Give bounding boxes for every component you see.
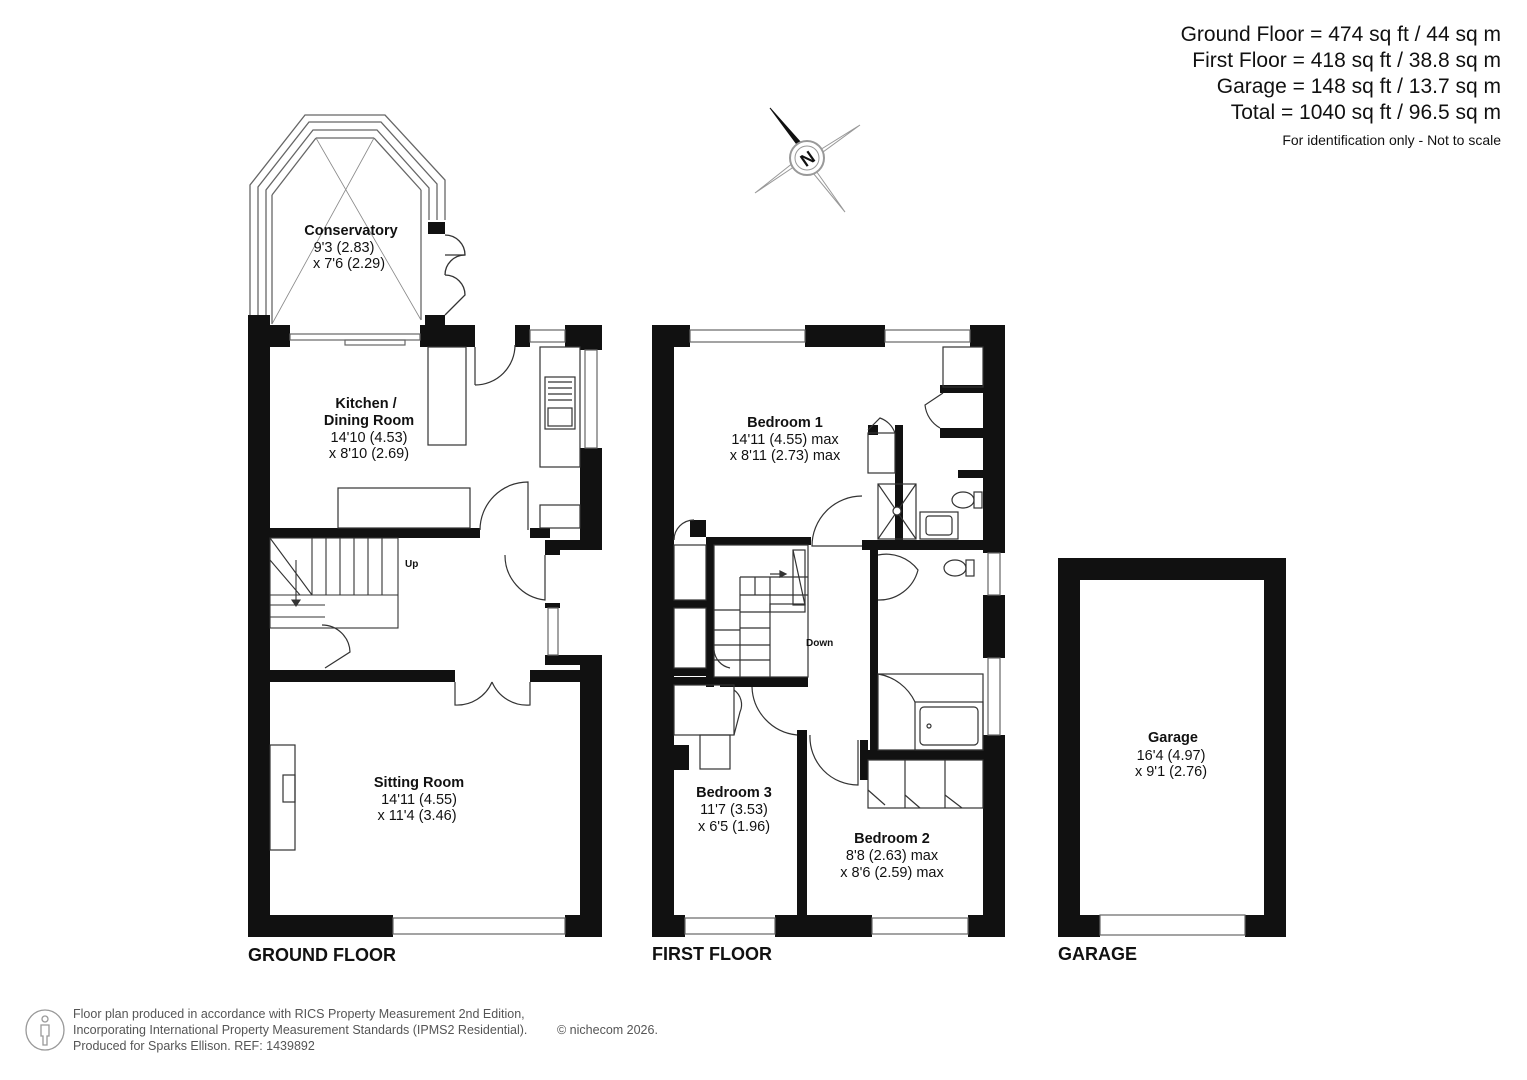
kitchen-name-line1: Kitchen / (335, 396, 396, 412)
kitchen-dim2: x 8'10 (2.69) (329, 446, 409, 462)
garage-label: Garage 16'4 (4.97) x 9'1 (2.76) (1135, 730, 1207, 780)
first-floor-area: First Floor = 418 sq ft / 38.8 sq m (1192, 49, 1501, 72)
bedroom2-dim1: 8'8 (2.63) max (846, 848, 939, 864)
conservatory-label: Conservatory 9'3 (2.83) x 7'6 (2.29) (304, 223, 397, 272)
bedroom3-dim1: 11'7 (3.53) (700, 802, 768, 818)
ground-floor-area: Ground Floor = 474 sq ft / 44 sq m (1180, 23, 1501, 46)
bedroom1-label: Bedroom 1 14'11 (4.55) max x 8'11 (2.73)… (730, 415, 841, 464)
bedroom3-dim2: x 6'5 (1.96) (698, 819, 770, 835)
sitting-room-name: Sitting Room (374, 775, 464, 791)
stairs-up-label: Up (405, 559, 418, 570)
garage-name: Garage (1148, 730, 1198, 746)
sitting-room-dim2: x 11'4 (3.46) (377, 808, 456, 824)
first-floor-title: FIRST FLOOR (652, 944, 772, 964)
person-icon (25, 1009, 65, 1051)
bedroom1-dim1: 14'11 (4.55) max (731, 432, 839, 448)
bedroom2-name: Bedroom 2 (854, 831, 930, 847)
footer-line2: Incorporating International Property Mea… (73, 1023, 528, 1037)
footer-copyright: © nichecom 2026. (557, 1023, 658, 1037)
area-summary: Ground Floor = 474 sq ft / 44 sq m First… (1181, 22, 1501, 148)
bedroom1-dim2: x 8'11 (2.73) max (730, 448, 841, 464)
stairs-down-label: Down (806, 638, 833, 649)
footer-line3: Produced for Sparks Ellison. REF: 143989… (73, 1039, 315, 1053)
footer-credits: Floor plan produced in accordance with R… (73, 1006, 658, 1054)
compass-icon: N (754, 107, 861, 213)
conservatory-dim1: 9'3 (2.83) (314, 240, 375, 256)
conservatory-name: Conservatory (304, 223, 397, 239)
garage-area: Garage = 148 sq ft / 13.7 sq m (1216, 75, 1501, 98)
garage-title: GARAGE (1058, 944, 1137, 964)
bedroom3-name: Bedroom 3 (696, 785, 772, 801)
first-floor-plan: Down Bedroom 1 14'11 (4.55) max x 8'11 (… (652, 325, 1005, 964)
conservatory-dim2: x 7'6 (2.29) (313, 256, 385, 272)
scale-note: For identification only - Not to scale (1282, 132, 1501, 148)
kitchen-dim1: 14'10 (4.53) (331, 430, 408, 446)
sitting-room-label: Sitting Room 14'11 (4.55) x 11'4 (3.46) (374, 775, 464, 824)
bedroom2-dim2: x 8'6 (2.59) max (840, 865, 944, 881)
kitchen-units (269, 344, 581, 851)
kitchen-label: Kitchen / Dining Room 14'10 (4.53) x 8'1… (324, 396, 414, 462)
footer-line1: Floor plan produced in accordance with R… (73, 1007, 525, 1021)
bedroom1-name: Bedroom 1 (747, 415, 823, 431)
total-area: Total = 1040 sq ft / 96.5 sq m (1230, 101, 1501, 124)
bedroom2-label: Bedroom 2 8'8 (2.63) max x 8'6 (2.59) ma… (840, 831, 944, 881)
garage-dim1: 16'4 (4.97) (1137, 748, 1206, 764)
ground-floor-plan: Up Conservatory 9'3 (2.83) x 7'6 (2.29) … (248, 114, 602, 965)
sitting-room-dim1: 14'11 (4.55) (381, 792, 457, 808)
bedroom3-label: Bedroom 3 11'7 (3.53) x 6'5 (1.96) (696, 785, 772, 835)
conservatory-glazing (249, 114, 466, 325)
garage-plan: Garage 16'4 (4.97) x 9'1 (2.76) GARAGE (1058, 558, 1286, 964)
garage-dim2: x 9'1 (2.76) (1135, 764, 1207, 780)
kitchen-name-line2: Dining Room (324, 413, 414, 429)
stairs-up (269, 537, 399, 629)
ground-floor-title: GROUND FLOOR (248, 945, 396, 965)
first-floor-fixtures (673, 346, 984, 809)
